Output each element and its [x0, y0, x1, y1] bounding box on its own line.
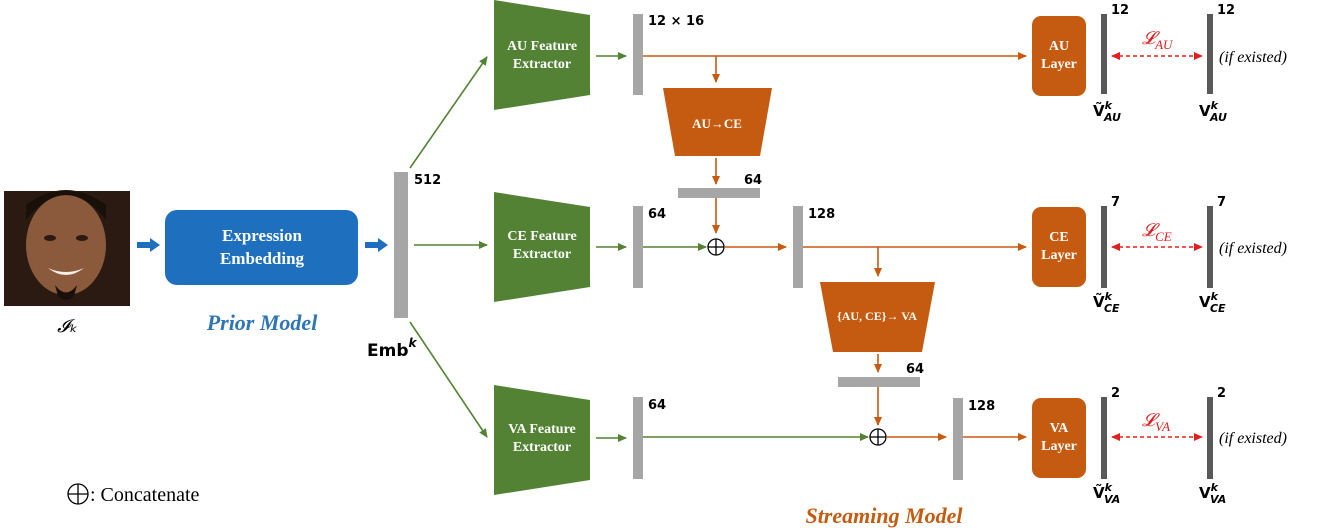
auce-va-dim: 64 — [906, 362, 924, 377]
va-concat-dim: 128 — [968, 399, 995, 414]
ce-layer-label-2: Layer — [1041, 248, 1077, 263]
arrow-emb-va — [409, 321, 488, 438]
au-layer-label-2: Layer — [1041, 57, 1077, 72]
va-if-existed: (if existed) — [1219, 430, 1287, 447]
au-ce-label: AU→CE — [692, 116, 742, 131]
ce-layer-box — [1032, 207, 1086, 287]
au-ce-dim: 64 — [744, 173, 762, 188]
va-layer-box — [1032, 398, 1086, 478]
va-gt-bar — [1207, 397, 1213, 479]
auce-va-label: {AU, CE}→ VA — [837, 309, 917, 323]
emb-label: Embk — [367, 336, 418, 361]
au-layer-box — [1032, 16, 1086, 96]
au-extractor-label-2: Extractor — [513, 57, 571, 72]
au-feature-bar — [633, 14, 643, 95]
face-image — [4, 190, 130, 306]
embedding-label-1: Expression — [222, 226, 303, 245]
ce-concat-bar — [793, 206, 803, 288]
va-feature-dim: 64 — [648, 398, 666, 413]
ce-layer-label-1: CE — [1049, 230, 1068, 245]
au-loss: 𝓛AU — [1142, 28, 1174, 52]
va-concat-symbol — [869, 428, 887, 446]
auce-va-bar — [838, 377, 920, 387]
ce-gt-dim: 7 — [1217, 195, 1226, 210]
blue-arrow-1 — [137, 238, 160, 252]
va-pred-bar — [1101, 397, 1107, 479]
arrow-emb-au — [409, 56, 488, 169]
streaming-model-label: Streaming Model — [805, 503, 963, 528]
ce-loss: 𝓛CE — [1142, 220, 1172, 244]
au-extractor-label-1: AU Feature — [507, 39, 577, 54]
va-extractor-label-1: VA Feature — [508, 422, 576, 437]
au-gt-bar — [1207, 14, 1213, 94]
va-feature-bar — [633, 397, 643, 479]
blue-arrow-2 — [365, 238, 388, 252]
au-pred-dim: 12 — [1111, 3, 1129, 18]
au-gt-dim: 12 — [1217, 3, 1235, 18]
va-loss: 𝓛VA — [1142, 410, 1170, 434]
embedding-label-2: Embedding — [220, 249, 305, 268]
au-feature-dim: 12 × 16 — [648, 14, 704, 29]
ce-pred-bar — [1101, 206, 1107, 288]
va-layer-label-2: Layer — [1041, 439, 1077, 454]
va-gt-dim: 2 — [1217, 386, 1226, 401]
image-label: 𝓘ₖ — [57, 316, 77, 336]
legend-concat-symbol — [67, 483, 89, 505]
va-pred-dim: 2 — [1111, 386, 1120, 401]
prior-model-label: Prior Model — [206, 310, 319, 335]
au-if-existed: (if existed) — [1219, 49, 1287, 66]
va-layer-label-1: VA — [1050, 421, 1069, 436]
ce-feature-bar — [633, 206, 643, 288]
au-ce-transfer — [663, 88, 772, 156]
au-pred-bar — [1101, 14, 1107, 94]
ce-feature-dim: 64 — [648, 207, 666, 222]
legend-text: : Concatenate — [90, 484, 200, 506]
ce-pred-dim: 7 — [1111, 195, 1120, 210]
va-extractor — [494, 385, 590, 495]
auce-va-transfer — [820, 282, 935, 352]
au-extractor — [494, 0, 590, 110]
va-extractor-label-2: Extractor — [513, 440, 571, 455]
ce-if-existed: (if existed) — [1219, 240, 1287, 257]
ce-extractor-label-1: CE Feature — [507, 229, 576, 244]
au-layer-label-1: AU — [1049, 39, 1069, 54]
emb-dim: 512 — [414, 173, 441, 188]
ce-concat-dim: 128 — [808, 207, 835, 222]
au-ce-bar — [678, 188, 760, 198]
ce-concat-symbol — [707, 238, 725, 256]
ce-gt-bar — [1207, 206, 1213, 288]
va-concat-bar — [953, 398, 963, 480]
expression-embedding-box — [165, 210, 358, 285]
ce-extractor-label-2: Extractor — [513, 247, 571, 262]
ce-extractor — [494, 192, 590, 302]
emb-bar — [394, 172, 408, 318]
